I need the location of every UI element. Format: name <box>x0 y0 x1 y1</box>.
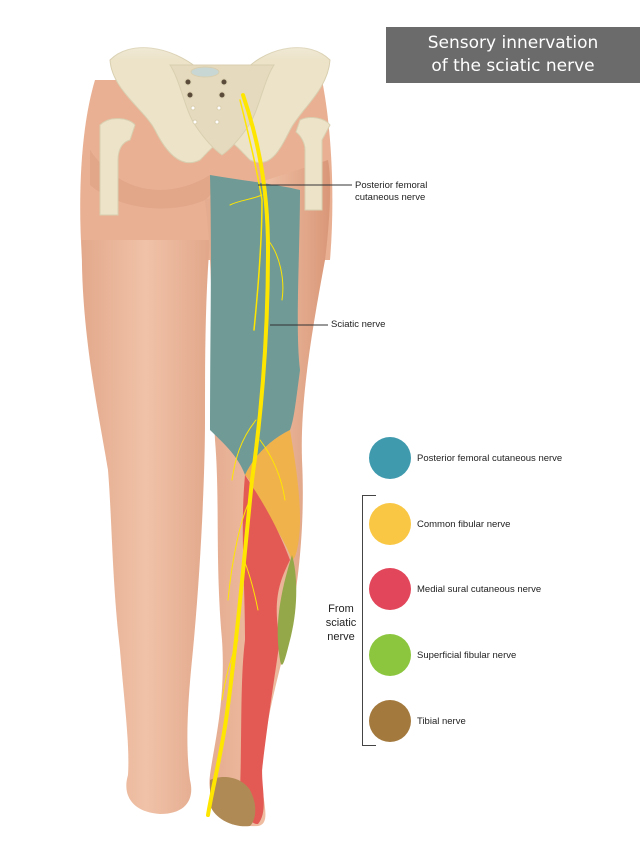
left-leg <box>81 240 210 814</box>
legend-label: Medial sural cutaneous nerve <box>417 583 542 595</box>
legend-item-medial-sural-cutaneous: Medial sural cutaneous nerve <box>369 568 541 610</box>
sciatic-nerve-paths <box>206 93 286 817</box>
legend-swatch-icon <box>369 503 411 545</box>
group-label-line-3: nerve <box>327 631 355 643</box>
legend-group-bracket <box>362 495 376 746</box>
callout-posterior-femoral-cutaneous: Posterior femoral cutaneous nerve <box>355 180 427 204</box>
region-superficial-fibular <box>277 555 297 665</box>
legend-item-common-fibular: Common fibular nerve <box>369 503 510 545</box>
legend-label: Tibial nerve <box>417 715 466 727</box>
group-label-line-2: sciatic <box>325 617 357 629</box>
callout-text: Sciatic nerve <box>331 319 386 330</box>
callout-text-line-1: Posterior femoral <box>355 180 428 191</box>
region-medial-sural-cutaneous <box>240 475 290 825</box>
legend-item-superficial-fibular: Superficial fibular nerve <box>369 634 516 676</box>
region-common-fibular <box>245 430 300 560</box>
legend-swatch-icon <box>369 568 411 610</box>
legend-swatch-icon <box>369 437 411 479</box>
region-tibial <box>210 777 256 827</box>
title-line-1: Sensory innervation <box>427 33 599 53</box>
legend-item-tibial: Tibial nerve <box>369 700 466 742</box>
title-line-2: of the sciatic nerve <box>431 56 595 76</box>
legend-swatch-icon <box>369 634 411 676</box>
legend-label: Superficial fibular nerve <box>417 649 517 661</box>
group-label-line-1: From <box>328 603 354 615</box>
callout-text-line-2: cutaneous nerve <box>355 192 426 203</box>
legend-label: Common fibular nerve <box>417 518 511 530</box>
diagram-title: Sensory innervation of the sciatic nerve <box>386 27 640 83</box>
legend-group-label: From sciatic nerve <box>322 602 360 644</box>
legend-item-posterior-femoral-cutaneous: Posterior femoral cutaneous nerve <box>369 437 562 479</box>
pelvis-bone <box>99 47 331 216</box>
legend-swatch-icon <box>369 700 411 742</box>
callout-sciatic-nerve: Sciatic nerve <box>331 319 385 331</box>
legend-label: Posterior femoral cutaneous nerve <box>417 452 563 464</box>
